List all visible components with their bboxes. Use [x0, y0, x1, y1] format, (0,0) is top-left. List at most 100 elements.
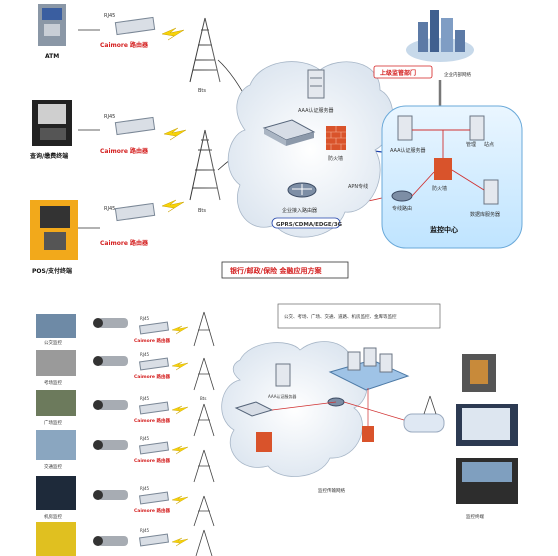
top-routers: RJ45 Caimore 路由器 RJ45 Caimore 路由器 RJ45 C…	[100, 13, 156, 247]
gateway-label: 企业接入路由器	[282, 207, 317, 214]
dept-label: 上级监管部门	[380, 69, 416, 77]
rj45-label: RJ45	[140, 486, 150, 491]
camera-icon	[93, 318, 128, 328]
vault-photo	[36, 522, 76, 556]
router-brand-label: Caimore 路由器	[100, 41, 149, 49]
router-brand-label: Caimore 路由器	[134, 373, 170, 380]
bts-label: Bts	[198, 88, 206, 94]
router-brand-label: Caimore 路由器	[100, 239, 149, 247]
rj45-label: RJ45	[104, 13, 115, 19]
bottom-aaa-server-icon	[275, 363, 291, 387]
bts-tower-icons	[189, 17, 221, 201]
router-brand-label: Caimore 路由器	[134, 507, 170, 514]
router-icon	[139, 533, 169, 547]
center-site-label: 站点	[484, 141, 494, 148]
bts-label: Bts	[200, 396, 206, 401]
rj45-label: RJ45	[140, 352, 150, 357]
cam-label-square: 广场监控	[44, 419, 62, 426]
router-icon	[114, 202, 156, 222]
exam-room-photo	[36, 350, 76, 376]
firewall-icon	[326, 126, 346, 150]
terminal-label: 监控终端	[466, 513, 484, 520]
router-brand-label: Caimore 路由器	[134, 417, 170, 424]
aaa-server-label: AAA认证服务器	[298, 107, 334, 114]
atm-icon	[38, 4, 66, 46]
rj45-label: RJ45	[140, 436, 150, 441]
solution-caption: 银行/邮政/保险 金融应用方案	[230, 266, 323, 275]
pos-terminal-icon	[30, 200, 78, 260]
center-aaa-label: AAA认证服务器	[390, 147, 426, 154]
center-links	[411, 129, 485, 197]
carrier-network-cloud	[227, 61, 394, 238]
cam-label-bus: 公交监控	[44, 339, 62, 346]
kiosk-icon	[32, 100, 72, 146]
camera-icon	[93, 490, 128, 500]
center-db-label: 数据库服务器	[470, 211, 500, 218]
router-icon	[139, 441, 169, 455]
bottom-center-firewall-icon	[362, 426, 374, 442]
camera-icon	[93, 356, 128, 366]
monitor-terminals	[456, 354, 518, 504]
aaa-server-icon	[307, 69, 325, 99]
platform-server-icon	[347, 351, 361, 371]
platform-server-icon	[379, 353, 393, 373]
bus-photo	[36, 314, 76, 338]
rj45-label: RJ45	[104, 206, 115, 212]
center-router-label: 专线路由	[392, 205, 412, 212]
router-icon	[139, 321, 169, 335]
device-label-atm: ATM	[45, 53, 59, 60]
bottom-aaa-label: AAA认证服务器	[268, 393, 296, 399]
camera-icon	[93, 536, 128, 546]
cam-label-traffic: 交通监控	[44, 463, 62, 470]
router-icon	[114, 116, 156, 136]
bottom-firewall-icon	[256, 432, 272, 452]
gprs-badge	[271, 217, 341, 229]
dept-badge	[373, 65, 433, 79]
center-mgmt-server-icon	[469, 115, 485, 141]
bottom-links	[271, 388, 405, 426]
traffic-photo	[36, 430, 76, 460]
bottom-routers: RJ45 Caimore 路由器 RJ45 Caimore 路由器 RJ45 C…	[134, 316, 170, 547]
cam-label-exam: 考场监控	[44, 379, 62, 386]
device-label-pos: POS/支付终端	[32, 267, 72, 275]
wireless-signal-icons	[161, 27, 187, 213]
bottom-center-group	[327, 347, 445, 442]
camera-icons	[93, 318, 128, 546]
camera-icon	[93, 440, 128, 450]
solution-caption-box	[221, 261, 349, 279]
router-icon	[139, 401, 169, 415]
switch-icon	[262, 119, 316, 146]
router-icon	[139, 357, 169, 371]
city-buildings-icon	[406, 10, 474, 62]
platform-server-icon	[363, 347, 377, 367]
center-db-server-icon	[483, 179, 499, 205]
center-aaa-server-icon	[397, 115, 413, 141]
center-firewall-label: 防火墙	[432, 185, 447, 192]
router-brand-label: Caimore 路由器	[100, 147, 149, 155]
scenario-header: 公交、考场、广场、交通、道路、机房监控、金库等监控	[284, 313, 397, 320]
apn-label: APN专线	[348, 183, 368, 190]
internal-net-label: 企业内部网络	[444, 71, 471, 78]
bts-label: Bts	[198, 208, 206, 214]
bottom-bts-towers	[193, 311, 215, 556]
router-icon	[139, 491, 169, 505]
rj45-label: RJ45	[104, 114, 115, 120]
gateway-router-icon	[287, 182, 317, 198]
router-brand-label: Caimore 路由器	[134, 457, 170, 464]
firewall-label: 防火墙	[328, 155, 343, 162]
center-mgmt-label: 管理	[466, 141, 476, 148]
device-label-kiosk: 查询/缴费终端	[29, 152, 68, 160]
center-router-icon	[391, 190, 413, 202]
isp-cloud-icon	[403, 413, 445, 433]
surveillance-photos	[36, 314, 76, 556]
router-icon	[114, 16, 156, 36]
scenario-header-box	[277, 303, 441, 329]
server-room-photo	[36, 476, 76, 510]
small-tower-icon	[423, 395, 437, 415]
network-label: 监控传输网络	[318, 487, 345, 494]
center-title: 监控中心	[430, 225, 458, 234]
router-brand-label: Caimore 路由器	[134, 337, 170, 344]
square-photo	[36, 390, 76, 416]
cam-label-server: 机房监控	[44, 513, 62, 520]
